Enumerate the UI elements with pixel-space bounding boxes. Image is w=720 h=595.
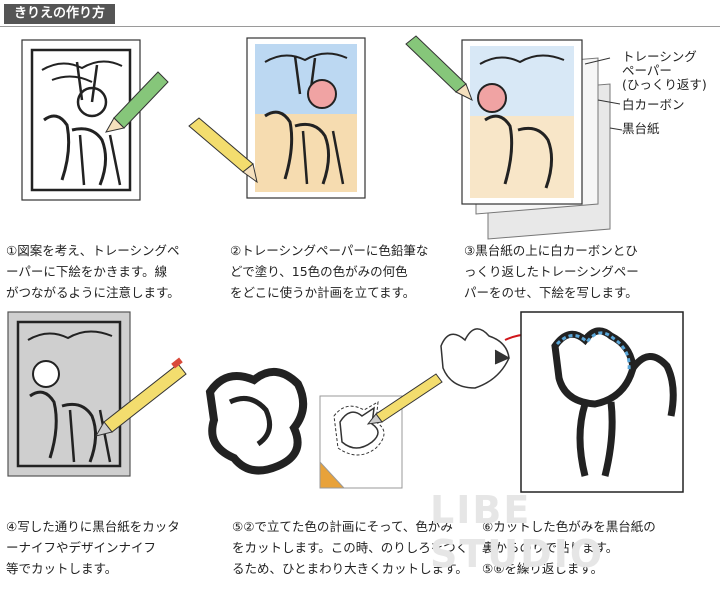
step1-illustration (21, 39, 169, 201)
watermark: LIBE STUDIO (430, 488, 605, 576)
step2-caption: ②トレーシングペーパーに色鉛筆な どで塗り、15色の色がみの何色 をどこに使うか… (230, 243, 429, 300)
step2-illustration (188, 37, 366, 199)
cutter-knife-icon (94, 357, 187, 437)
step4-illustration (7, 311, 187, 477)
white-carbon-label: 白カーボン (622, 97, 685, 112)
step6-caption: ⑥カットした色がみを黒台紙の 裏からのりで貼ります。 ⑤⑥を繰り返します。 (482, 519, 656, 576)
step5-illustration (205, 368, 443, 489)
colored-paper-piece (205, 368, 308, 475)
cut-piece (440, 328, 510, 389)
step3-caption: ③黒台紙の上に白カーボンとひ っくり返したトレーシングペー パーをのせ、下絵を写… (464, 243, 639, 300)
step3-illustration (405, 35, 623, 240)
black-board-label: 黒台紙 (622, 121, 660, 136)
header-bar: きりえの作り方 (0, 0, 720, 27)
green-pencil-icon (105, 71, 169, 133)
step1-caption: ①図案を考え、トレーシングペ ーパーに下絵をかきます。線 がつながるように注意し… (6, 243, 180, 300)
page-title: きりえの作り方 (4, 4, 116, 24)
green-pencil-icon-2 (405, 35, 473, 102)
yellow-pencil-icon (188, 117, 258, 184)
step6-illustration (440, 311, 684, 493)
step4-caption: ④写した通りに黒台紙をカッタ ーナイフやデザインナイフ 等でカットします。 (6, 519, 180, 576)
step5-caption: ⑤②で立てた色の計画にそって、色がみ をカットします。この時、のりしろをつく る… (232, 519, 469, 576)
tracing-paper-label: トレーシング ペーパー (ひっくり返す) (622, 49, 707, 92)
cutter-knife-icon-2 (366, 373, 443, 425)
